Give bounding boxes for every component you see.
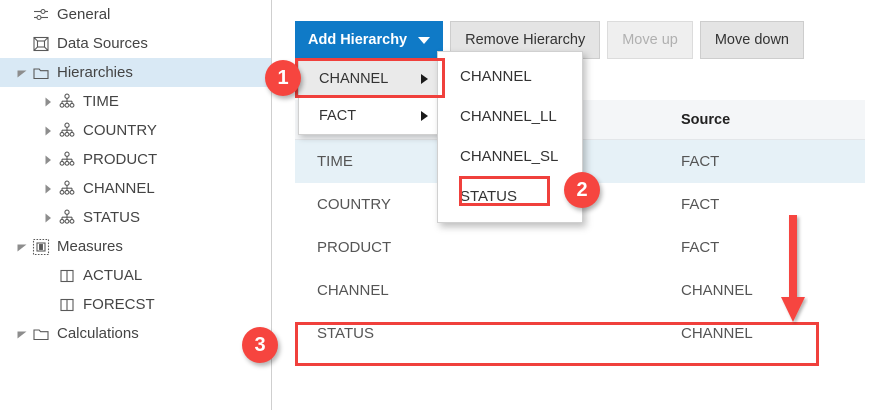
- cell-name: CHANNEL: [317, 282, 389, 299]
- chevron-right-icon[interactable]: [40, 87, 56, 116]
- sidebar-item-data-sources[interactable]: Data Sources: [0, 29, 271, 58]
- chevron-right-icon[interactable]: [40, 116, 56, 145]
- folder-icon: [30, 324, 52, 344]
- sidebar-item-label: TIME: [83, 92, 119, 110]
- sidebar-item-forecst[interactable]: FORECST: [0, 290, 271, 319]
- sidebar-item-status[interactable]: STATUS: [0, 203, 271, 232]
- cell-source: FACT: [681, 239, 720, 256]
- channel-submenu: CHANNEL CHANNEL_LL CHANNEL_SL STATUS: [437, 51, 583, 223]
- submenu-item-label: CHANNEL_SL: [460, 147, 559, 165]
- add-hierarchy-menu: CHANNEL FACT: [298, 59, 443, 135]
- chevron-down-icon[interactable]: [14, 319, 30, 348]
- measure-item-icon: [56, 295, 78, 315]
- cell-source: CHANNEL: [681, 282, 753, 299]
- submenu-item-label: STATUS: [460, 187, 517, 205]
- chevron-down-icon: [418, 36, 431, 44]
- sidebar-item-label: Measures: [57, 237, 123, 255]
- cell-source: FACT: [681, 153, 720, 170]
- toolbar: Add Hierarchy Remove Hierarchy Move up M…: [295, 21, 804, 59]
- submenu-item-label: CHANNEL: [460, 67, 532, 85]
- folder-icon: [30, 63, 52, 83]
- hierarchy-icon: [56, 208, 78, 228]
- hierarchy-icon: [56, 150, 78, 170]
- column-header-source[interactable]: Source: [681, 111, 731, 128]
- cell-source: FACT: [681, 196, 720, 213]
- submenu-item-channel_ll[interactable]: CHANNEL_LL: [438, 96, 582, 136]
- sidebar-item-label: COUNTRY: [83, 121, 157, 139]
- add-hierarchy-button[interactable]: Add Hierarchy: [295, 21, 444, 59]
- sidebar-item-general[interactable]: General: [0, 0, 271, 29]
- sidebar-item-label: Data Sources: [57, 34, 148, 52]
- hierarchy-icon: [56, 179, 78, 199]
- sidebar-item-label: CHANNEL: [83, 179, 155, 197]
- table-row[interactable]: STATUS CHANNEL: [295, 312, 865, 355]
- chevron-right-icon[interactable]: [40, 145, 56, 174]
- submenu-item-channel[interactable]: CHANNEL: [438, 56, 582, 96]
- cell-name: STATUS: [317, 325, 374, 342]
- move-up-button: Move up: [607, 21, 693, 59]
- submenu-item-label: CHANNEL_LL: [460, 107, 557, 125]
- chevron-right-icon[interactable]: [40, 203, 56, 232]
- measures-icon: [30, 237, 52, 257]
- annotation-arrow: [781, 215, 805, 322]
- chevron-down-icon[interactable]: [14, 232, 30, 261]
- menu-item-fact[interactable]: FACT: [299, 97, 442, 134]
- sidebar-item-product[interactable]: PRODUCT: [0, 145, 271, 174]
- hierarchy-icon: [56, 121, 78, 141]
- sliders-icon: [30, 5, 52, 25]
- remove-hierarchy-label: Remove Hierarchy: [465, 32, 586, 48]
- table-row[interactable]: PRODUCT FACT: [295, 226, 865, 269]
- annotation-badge-2: 2: [564, 172, 600, 208]
- datasource-icon: [30, 34, 52, 54]
- submenu-item-status[interactable]: STATUS: [438, 176, 582, 216]
- cell-source: CHANNEL: [681, 325, 753, 342]
- sidebar-item-label: FORECST: [83, 295, 155, 313]
- move-up-label: Move up: [622, 32, 678, 48]
- sidebar-item-label: General: [57, 5, 111, 23]
- sidebar-item-label: STATUS: [83, 208, 140, 226]
- measure-item-icon: [56, 266, 78, 286]
- chevron-right-icon: [421, 73, 428, 84]
- move-down-button[interactable]: Move down: [699, 21, 804, 59]
- chevron-right-icon[interactable]: [40, 174, 56, 203]
- menu-item-channel[interactable]: CHANNEL: [299, 60, 442, 97]
- menu-item-label: CHANNEL: [319, 70, 389, 87]
- cell-name: COUNTRY: [317, 196, 391, 213]
- cell-name: TIME: [317, 153, 353, 170]
- menu-item-label: FACT: [319, 107, 357, 124]
- chevron-down-icon[interactable]: [14, 58, 30, 87]
- sidebar-item-country[interactable]: COUNTRY: [0, 116, 271, 145]
- cell-name: PRODUCT: [317, 239, 392, 256]
- submenu-item-channel_sl[interactable]: CHANNEL_SL: [438, 136, 582, 176]
- sidebar-item-time[interactable]: TIME: [0, 87, 271, 116]
- hierarchy-icon: [56, 92, 78, 112]
- table-row[interactable]: CHANNEL CHANNEL: [295, 269, 865, 312]
- sidebar-item-measures[interactable]: Measures: [0, 232, 271, 261]
- annotation-badge-1: 1: [265, 60, 301, 96]
- sidebar-item-label: Calculations: [57, 324, 139, 342]
- chevron-right-icon: [421, 110, 428, 121]
- sidebar-item-label: Hierarchies: [57, 63, 133, 81]
- annotation-badge-3: 3: [242, 327, 278, 363]
- sidebar-item-actual[interactable]: ACTUAL: [0, 261, 271, 290]
- sidebar-item-label: PRODUCT: [83, 150, 158, 168]
- add-hierarchy-label: Add Hierarchy: [308, 32, 408, 48]
- sidebar-item-calculations[interactable]: Calculations: [0, 319, 271, 348]
- sidebar-item-label: ACTUAL: [83, 266, 143, 284]
- sidebar-item-hierarchies[interactable]: Hierarchies: [0, 58, 271, 87]
- sidebar-item-channel[interactable]: CHANNEL: [0, 174, 271, 203]
- move-down-label: Move down: [714, 32, 789, 48]
